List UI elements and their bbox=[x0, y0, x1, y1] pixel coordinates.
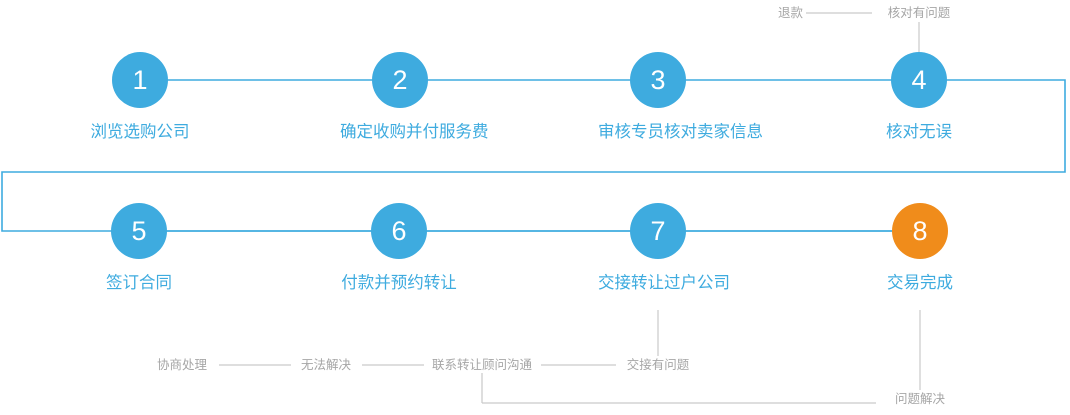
annotation-contact-advisor: 联系转让顾问沟通 bbox=[428, 359, 536, 372]
step-label-1: 浏览选购公司 bbox=[90, 123, 190, 141]
annotation-check-problem: 核对有问题 bbox=[884, 7, 954, 20]
step-node-1[interactable]: 1 浏览选购公司 bbox=[80, 52, 200, 143]
step-node-7[interactable]: 7 交接转让过户公司 bbox=[598, 203, 730, 294]
step-label-8: 交易完成 bbox=[887, 274, 953, 292]
step-circle-7[interactable]: 7 bbox=[630, 203, 686, 259]
step-node-2[interactable]: 2 确定收购并付服务费 bbox=[340, 52, 489, 143]
step-node-8[interactable]: 8 交易完成 bbox=[860, 203, 980, 294]
step-circle-5[interactable]: 5 bbox=[111, 203, 167, 259]
annotation-problem-solved: 问题解决 bbox=[891, 393, 949, 406]
annotation-negotiate: 协商处理 bbox=[153, 359, 211, 372]
step-circle-3[interactable]: 3 bbox=[630, 52, 686, 108]
step-circle-4[interactable]: 4 bbox=[891, 52, 947, 108]
step-node-4[interactable]: 4 核对无误 bbox=[859, 52, 979, 143]
annotation-unresolved: 无法解决 bbox=[297, 359, 355, 372]
annotation-handover-problem: 交接有问题 bbox=[623, 359, 693, 372]
annotation-refund: 退款 bbox=[774, 7, 806, 20]
bottom-annotation-lines bbox=[219, 310, 921, 404]
step-label-3: 审核专员核对卖家信息 bbox=[598, 123, 763, 141]
step-label-4: 核对无误 bbox=[886, 123, 952, 141]
step-label-6: 付款并预约转让 bbox=[341, 274, 457, 292]
step-circle-6[interactable]: 6 bbox=[371, 203, 427, 259]
step-circle-2[interactable]: 2 bbox=[372, 52, 428, 108]
step-node-6[interactable]: 6 付款并预约转让 bbox=[339, 203, 459, 294]
step-label-2: 确定收购并付服务费 bbox=[340, 123, 489, 141]
step-label-5: 签订合同 bbox=[106, 274, 172, 292]
step-label-7: 交接转让过户公司 bbox=[598, 274, 730, 292]
top-annotation-lines bbox=[806, 12, 920, 52]
step-circle-1[interactable]: 1 bbox=[112, 52, 168, 108]
step-node-3[interactable]: 3 审核专员核对卖家信息 bbox=[598, 52, 763, 143]
step-circle-8[interactable]: 8 bbox=[892, 203, 948, 259]
step-node-5[interactable]: 5 签订合同 bbox=[79, 203, 199, 294]
